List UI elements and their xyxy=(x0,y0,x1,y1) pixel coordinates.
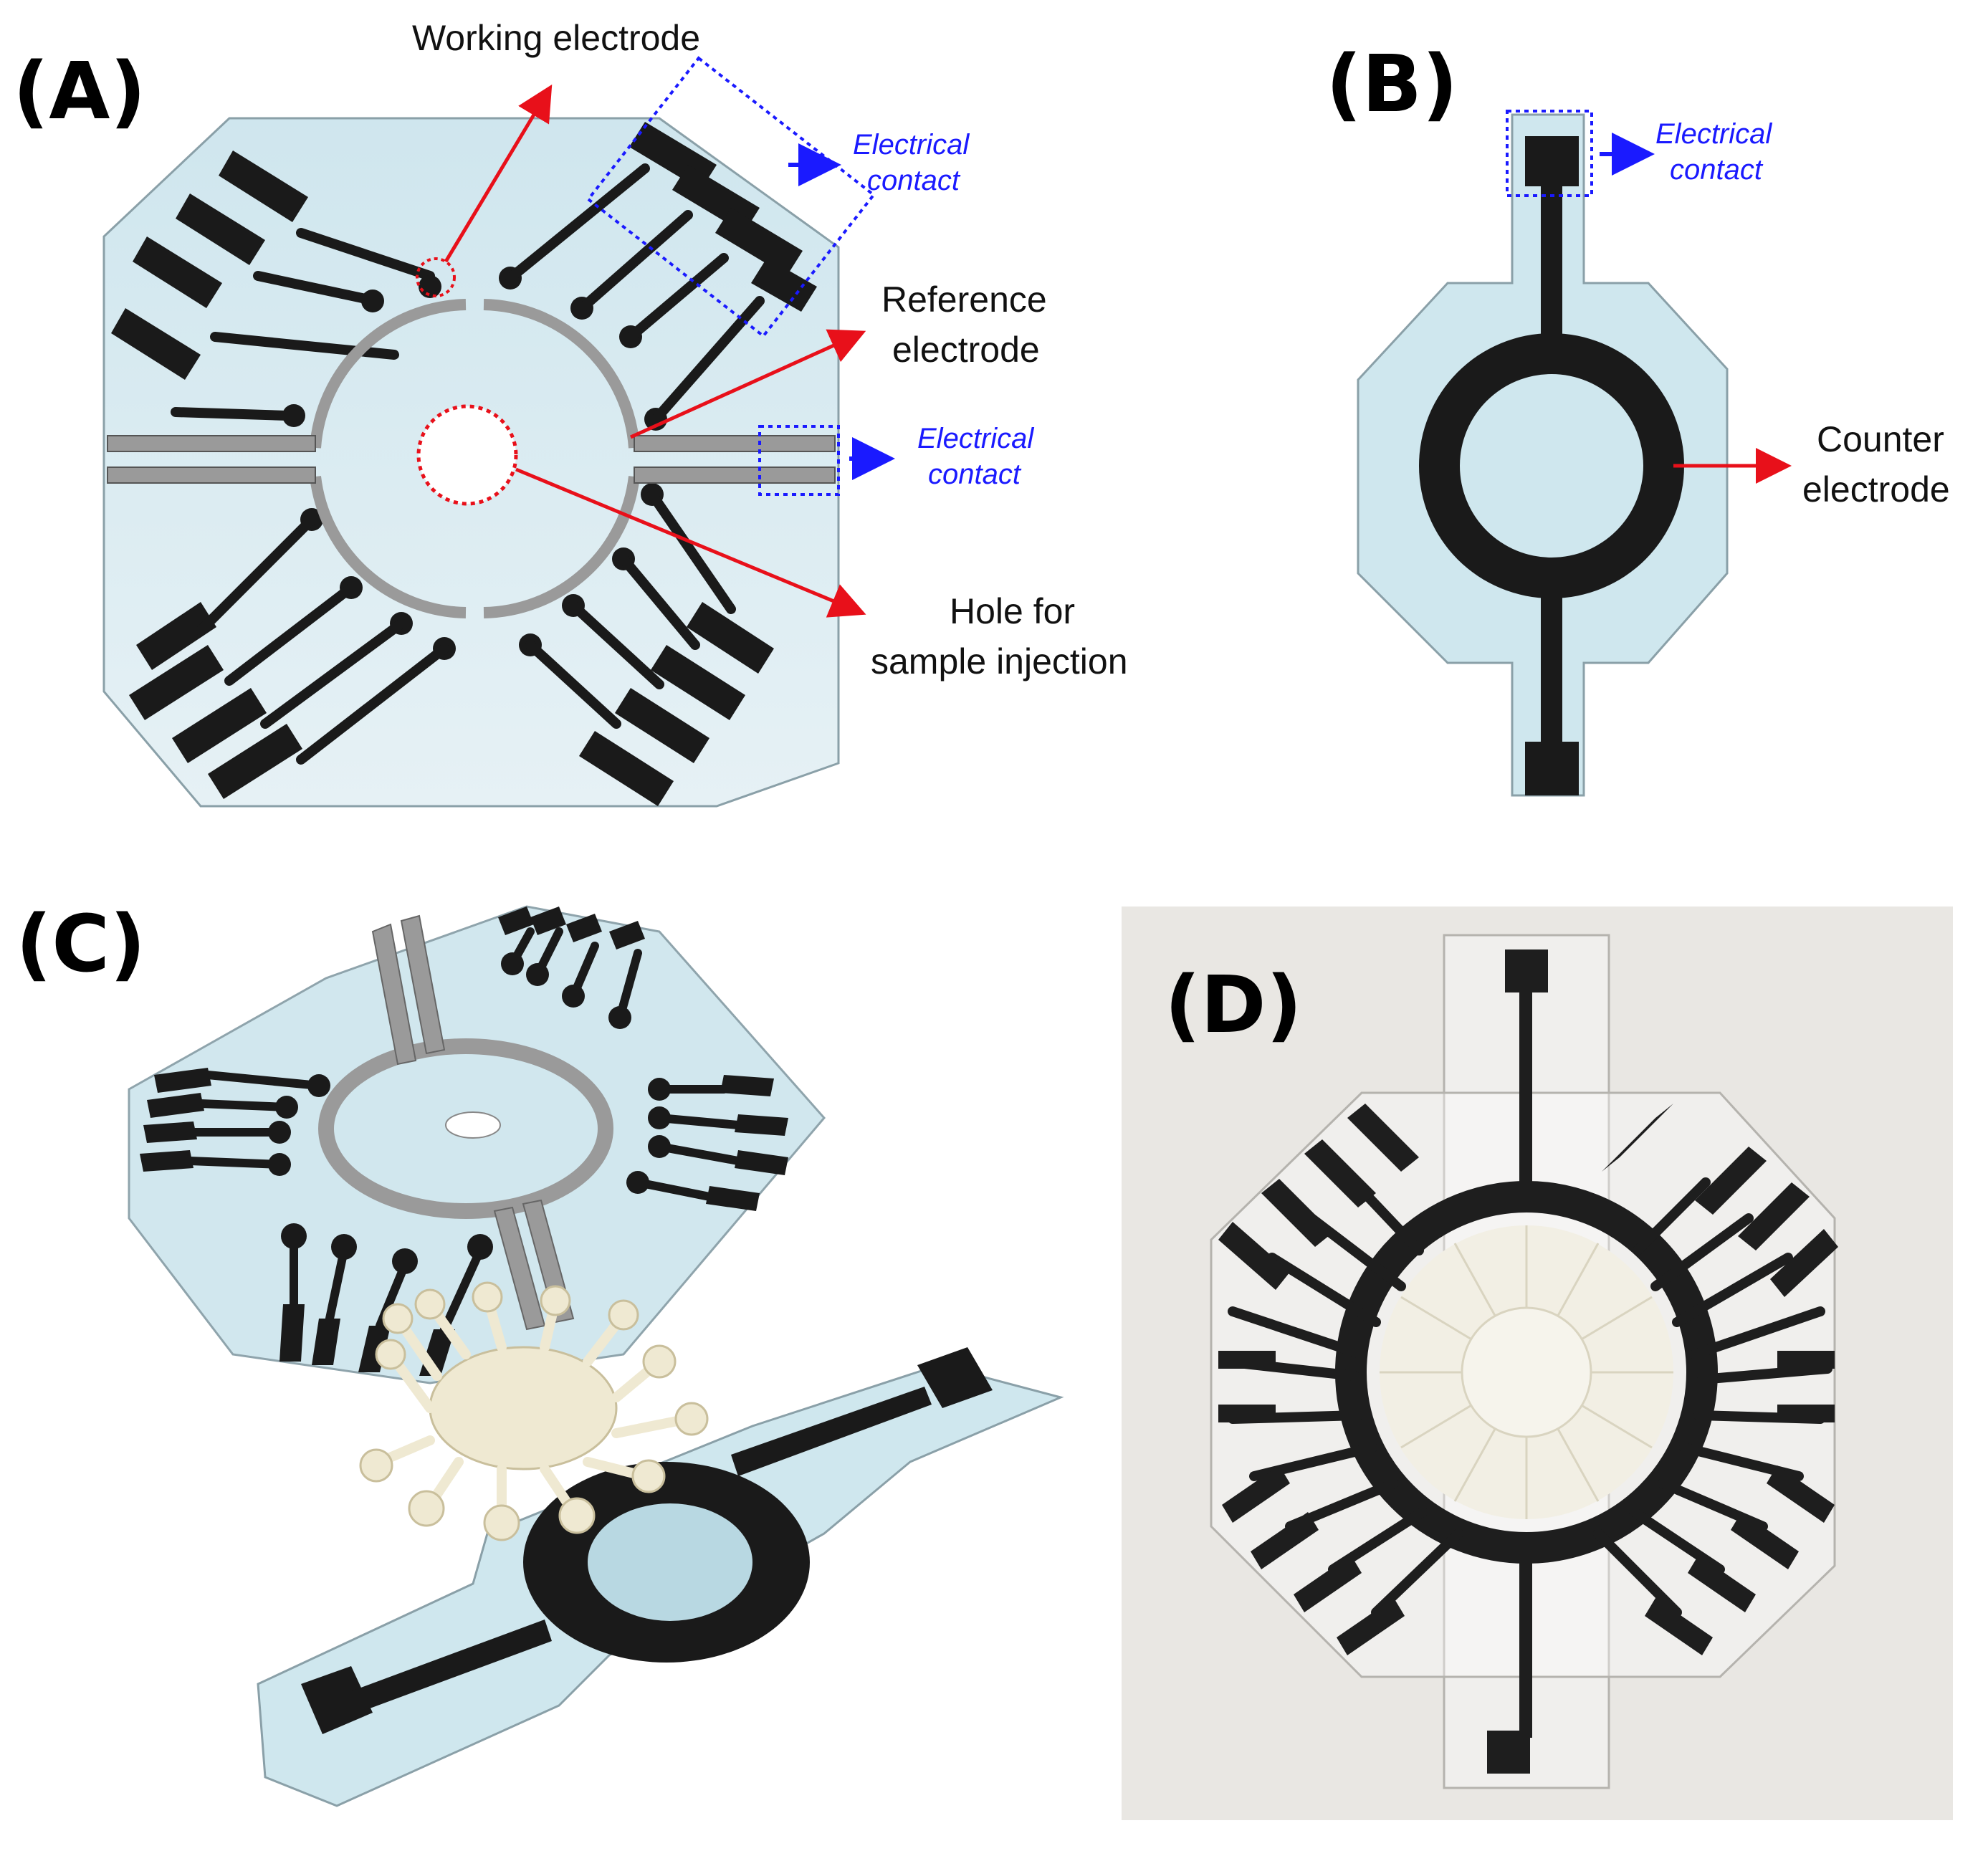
panel-d-printed-electrodes xyxy=(1218,949,1838,1774)
panel-b-counter-electrode xyxy=(1419,136,1684,795)
panel-b-contact-box xyxy=(1506,110,1593,197)
panel-c-sample-hole xyxy=(445,1111,501,1139)
panel-d-label: (D) xyxy=(1165,959,1302,1051)
label-electrical-contact-a-top-2: contact xyxy=(867,165,961,196)
panel-a-sample-hole xyxy=(416,404,518,506)
panel-d: (D) xyxy=(1122,907,1953,1820)
label-counter-electrode-2: electrode xyxy=(1802,469,1950,510)
label-electrical-contact-a-right-1: Electrical xyxy=(917,423,1034,454)
panel-c-top-reference xyxy=(318,914,613,1331)
panel-a-hole-arrow xyxy=(515,467,866,618)
panel-b-label: (B) xyxy=(1326,38,1458,130)
panel-a-contact-box-right xyxy=(758,425,840,496)
panel-a-reference-ring xyxy=(310,299,640,618)
panel-a-label: (A) xyxy=(13,45,146,137)
panel-d-paper-spacer xyxy=(1380,1225,1673,1519)
label-reference-electrode-1: Reference xyxy=(881,279,1047,320)
panel-a-electrode-traces xyxy=(111,122,817,806)
label-electrical-contact-a-top-1: Electrical xyxy=(853,129,970,161)
label-counter-electrode-1: Counter xyxy=(1817,419,1944,459)
panel-a-contact-box-top xyxy=(586,56,876,338)
label-working-electrode: Working electrode xyxy=(412,18,700,58)
label-hole-1: Hole for xyxy=(950,591,1075,631)
panel-c: (C) xyxy=(16,898,1064,1807)
panel-c-top-substrate xyxy=(128,905,826,1384)
panel-b: (B) Electrical contact Counter electrode xyxy=(1326,38,1950,797)
label-electrical-contact-b-1: Electrical xyxy=(1655,118,1772,150)
panel-a-reference-leads xyxy=(107,435,836,484)
label-electrical-contact-a-right-2: contact xyxy=(928,459,1022,490)
panel-a: (A) xyxy=(13,18,1128,808)
panel-a-working-arrow xyxy=(444,84,553,263)
label-hole-2: sample injection xyxy=(871,641,1128,681)
panel-c-top-traces xyxy=(140,907,788,1376)
label-reference-electrode-2: electrode xyxy=(892,330,1040,370)
label-electrical-contact-b-2: contact xyxy=(1670,154,1764,186)
panel-c-paper-layer xyxy=(359,1281,709,1541)
panel-a-working-electrode-marker xyxy=(416,257,456,297)
panel-a-reference-arrow xyxy=(629,329,866,439)
panel-c-label: (C) xyxy=(16,898,145,990)
panel-c-bottom-electrode xyxy=(301,1347,993,1734)
